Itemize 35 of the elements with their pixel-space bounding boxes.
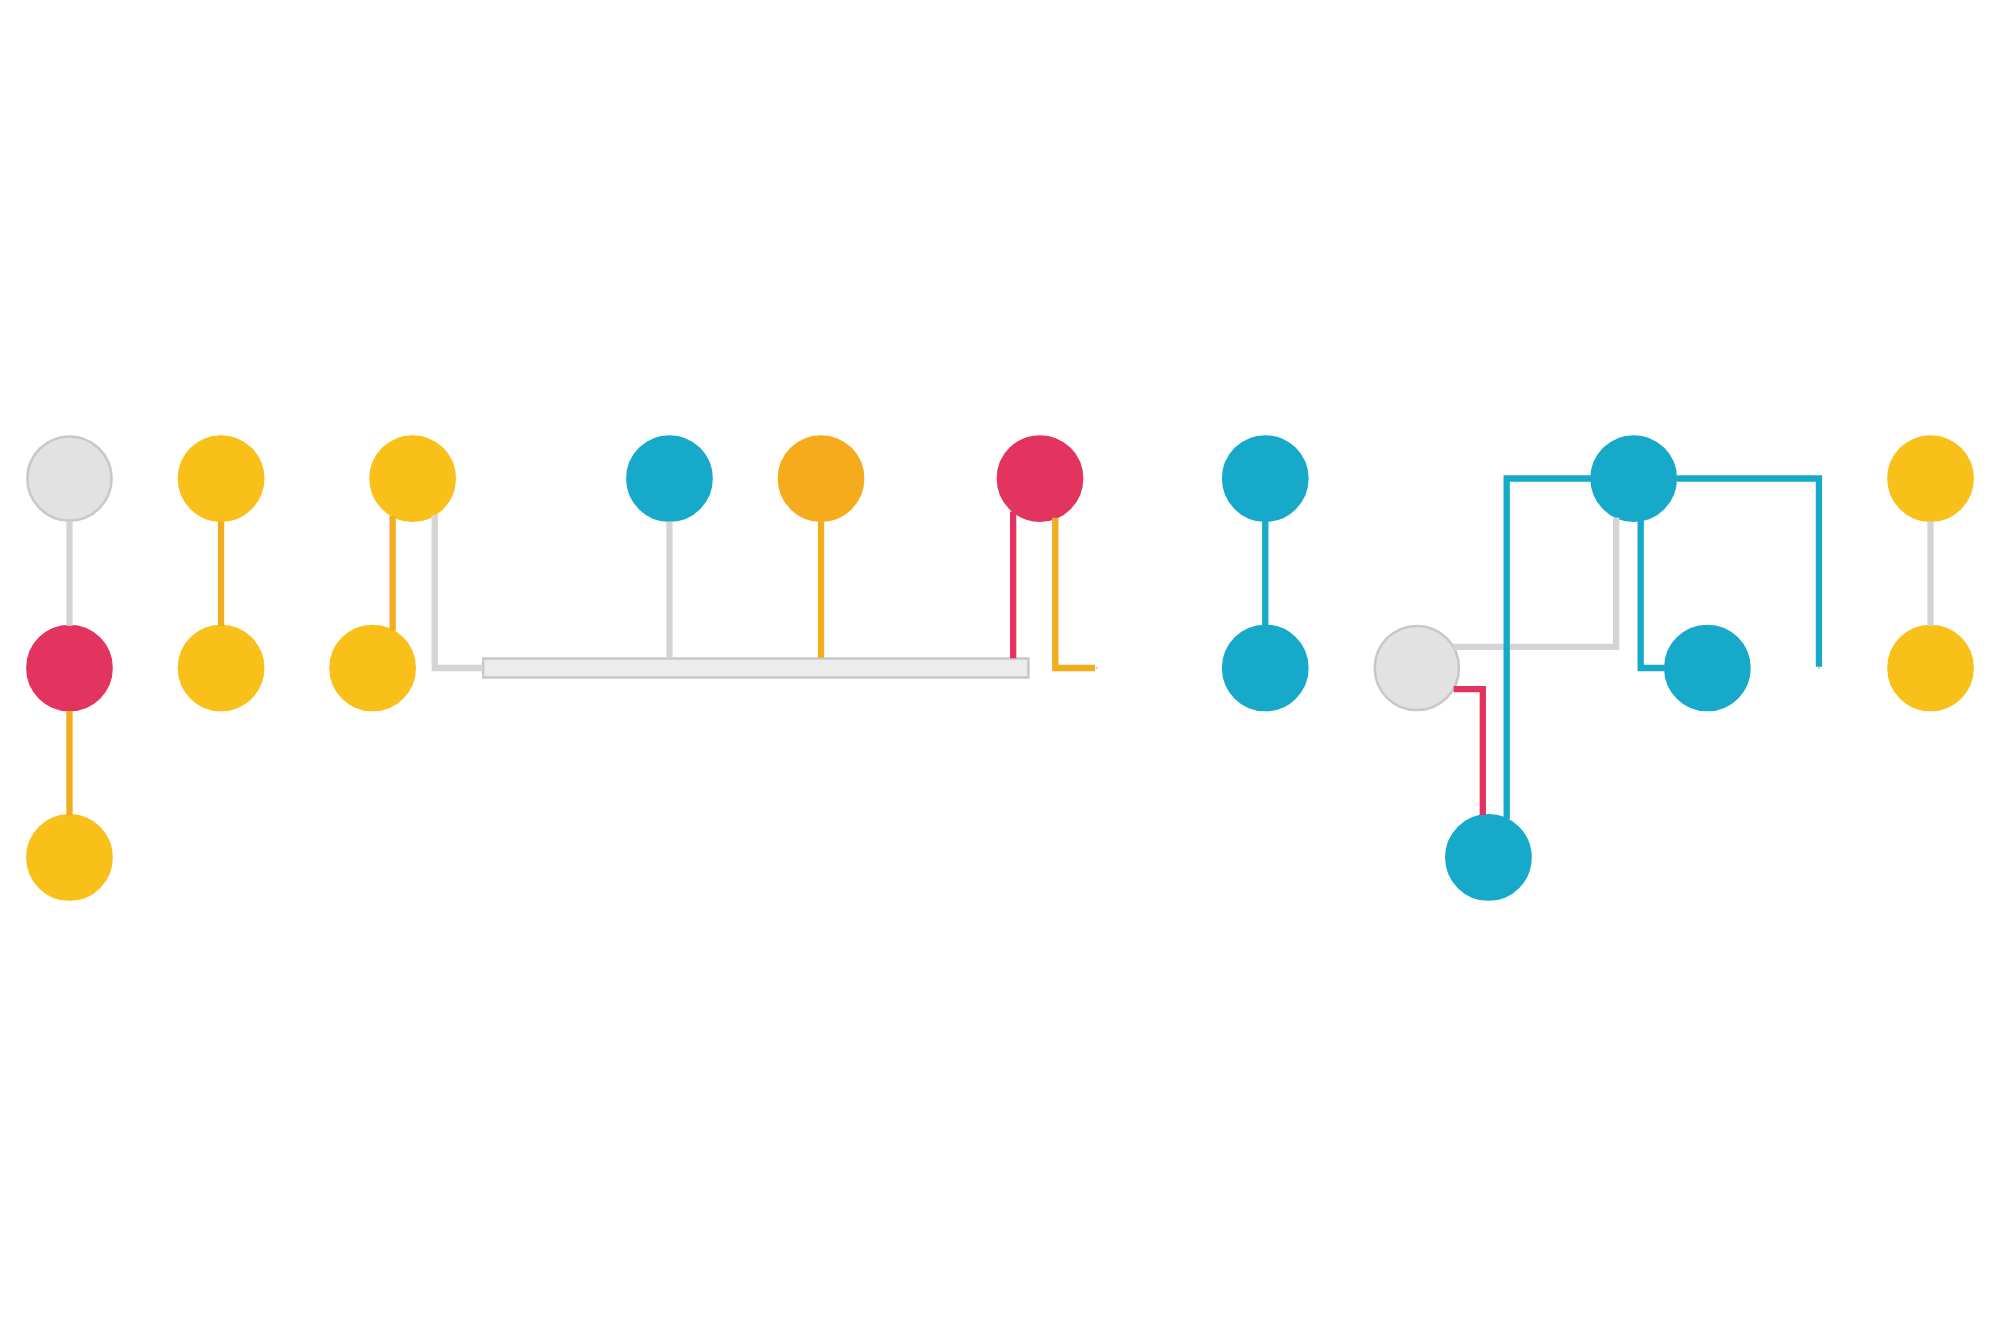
connector (1637, 519, 1665, 671)
node-circle (777, 434, 865, 521)
connector (1453, 684, 1486, 814)
connector (1503, 474, 1592, 819)
connector (1927, 520, 1934, 625)
node-bar (481, 656, 1030, 678)
connector (1453, 516, 1620, 650)
connector (217, 520, 225, 625)
node-circle (1221, 434, 1309, 521)
connector (666, 520, 673, 657)
node-circle (177, 434, 265, 521)
node-circle (26, 434, 113, 521)
node-circle (1590, 434, 1678, 521)
connector (817, 520, 825, 657)
connector (1010, 510, 1017, 658)
node-circle (626, 434, 713, 521)
connector (66, 710, 73, 815)
node-circle (329, 623, 416, 711)
node-circle (996, 434, 1084, 521)
connector (431, 514, 483, 671)
connector (66, 520, 73, 625)
node-circle (1664, 623, 1751, 711)
node-circle (177, 623, 265, 711)
connector (1676, 474, 1823, 666)
node-circle (26, 813, 113, 900)
connector (389, 514, 396, 630)
node-circle (1887, 434, 1974, 521)
connector (1262, 520, 1269, 625)
connector (1052, 516, 1096, 671)
node-circle (26, 623, 113, 711)
node-circle (369, 434, 456, 521)
node-circle (1887, 623, 1974, 711)
node-circle (1221, 623, 1309, 711)
node-circle (1445, 813, 1532, 900)
node-circle (1373, 623, 1461, 711)
